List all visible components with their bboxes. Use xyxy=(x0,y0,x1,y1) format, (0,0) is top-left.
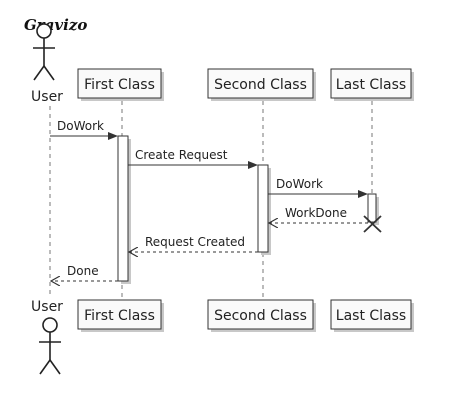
activation-last-class xyxy=(367,193,377,223)
message-workdone-label: WorkDone xyxy=(285,206,347,220)
actor-user-top-icon xyxy=(33,23,55,81)
activation-second-class xyxy=(257,164,269,253)
participant-second-class-bottom: Second Class xyxy=(207,299,316,332)
participant-first-class-bottom: First Class xyxy=(77,299,164,332)
message-done-label: Done xyxy=(67,264,99,278)
participant-first-class-bottom-label: First Class xyxy=(84,308,155,324)
message-dowork-2-label: DoWork xyxy=(276,177,323,191)
destroy-cross-icon xyxy=(363,215,382,233)
actor-user-bottom-label: User xyxy=(31,299,63,315)
activation-first-class xyxy=(117,135,129,282)
gravizo-logo: Gravizo xyxy=(24,16,87,34)
message-request-created-label: Request Created xyxy=(145,235,245,249)
message-create-request-label: Create Request xyxy=(135,148,228,162)
participant-last-class-bottom: Last Class xyxy=(330,299,414,332)
participant-last-class-top-label: Last Class xyxy=(336,77,406,93)
message-dowork-label: DoWork xyxy=(57,119,104,133)
actor-user-bottom-icon xyxy=(39,317,61,375)
participant-first-class-top-label: First Class xyxy=(84,77,155,93)
actor-user-top-label: User xyxy=(31,89,63,105)
participant-second-class-bottom-label: Second Class xyxy=(214,308,307,324)
participant-last-class-bottom-label: Last Class xyxy=(336,308,406,324)
participant-first-class-top: First Class xyxy=(77,68,164,101)
participant-second-class-top: Second Class xyxy=(207,68,316,101)
participant-second-class-top-label: Second Class xyxy=(214,77,307,93)
participant-last-class-top: Last Class xyxy=(330,68,414,101)
